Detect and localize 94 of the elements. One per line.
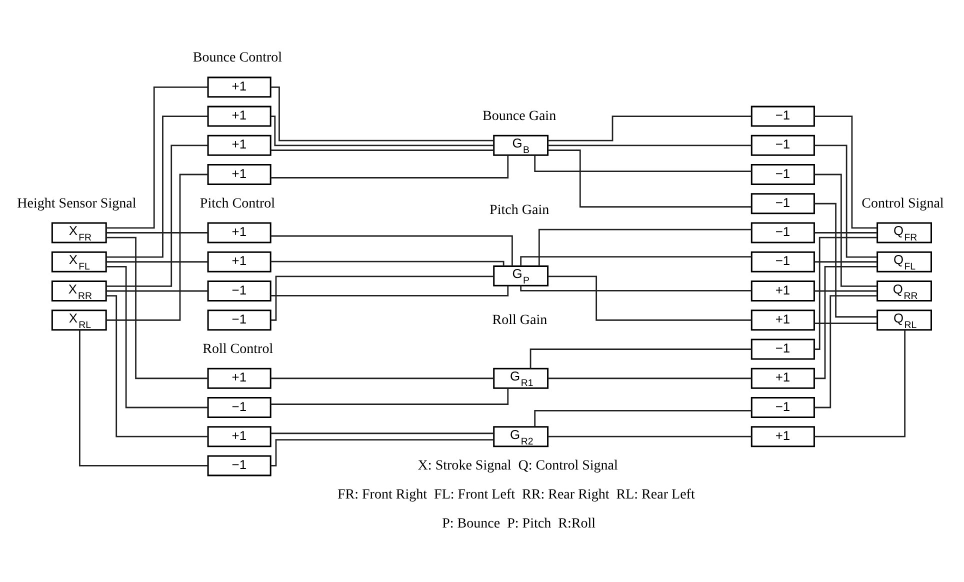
connector — [78, 330, 208, 466]
node-box: Q$_{FR}$ — [876, 222, 932, 244]
connector — [814, 116, 878, 229]
label: Control Signal — [862, 196, 944, 212]
node-box: −1 — [750, 193, 815, 214]
node-box: Q$_{RR}$ — [876, 280, 932, 302]
connector — [270, 116, 494, 146]
label: Pitch Gain — [490, 202, 550, 218]
connector — [814, 144, 878, 258]
node-box: −1 — [750, 338, 815, 360]
connector — [270, 235, 513, 266]
node-box: +1 — [207, 76, 272, 98]
node-box: −1 — [207, 455, 272, 476]
node-box: −1 — [750, 106, 815, 127]
node-box: +1 — [207, 368, 272, 389]
connector — [106, 174, 208, 321]
node-box: +1 — [207, 134, 272, 156]
connector — [814, 295, 878, 408]
connector — [106, 290, 208, 292]
connector — [270, 155, 509, 178]
node-box: −1 — [207, 310, 272, 331]
connector — [106, 266, 208, 408]
label: X: Stroke Signal Q: Control Signal — [418, 458, 618, 474]
connector — [270, 286, 509, 296]
node-box: X$_{RL}$ — [51, 310, 107, 331]
node-box: G$_{R1}$ — [493, 368, 549, 389]
node-box: +1 — [750, 368, 815, 389]
node-box: +1 — [207, 222, 272, 244]
connector — [538, 228, 752, 266]
connector — [548, 436, 752, 438]
node-box: −1 — [207, 280, 272, 302]
connector — [106, 295, 208, 438]
connector — [548, 144, 752, 146]
connector — [814, 202, 878, 318]
connector — [270, 150, 494, 151]
node-box: X$_{RR}$ — [51, 280, 107, 302]
connector — [270, 432, 494, 434]
connector — [270, 276, 494, 321]
node-box: G$_{R2}$ — [493, 426, 549, 448]
connector — [814, 261, 877, 263]
connector — [106, 116, 208, 258]
connector — [814, 174, 878, 287]
connector — [270, 260, 504, 266]
connector — [814, 236, 878, 350]
connector — [530, 348, 752, 368]
connector — [548, 276, 752, 321]
node-box: +1 — [207, 164, 272, 185]
node-box: −1 — [750, 134, 815, 156]
connector — [520, 286, 752, 292]
label: P: Bounce P: Pitch R:Roll — [442, 516, 596, 532]
node-box: +1 — [750, 310, 815, 331]
label: Bounce Control — [192, 50, 282, 66]
connector — [548, 150, 752, 208]
node-box: +1 — [207, 426, 272, 448]
connector — [548, 116, 752, 142]
label: Roll Gain — [492, 312, 548, 328]
label: Pitch Control — [200, 196, 276, 212]
label: FR: Front Right FL: Front Left RR: Rear Right RL: Rear Left — [337, 488, 695, 503]
connector — [814, 290, 877, 292]
node-box: −1 — [750, 164, 815, 185]
connector — [534, 155, 752, 172]
connector — [814, 232, 877, 234]
node-box: G$_{P}$ — [493, 265, 549, 286]
node-box: +1 — [207, 251, 272, 272]
connector — [270, 86, 494, 142]
label: Roll Control — [202, 342, 274, 357]
connector — [106, 261, 208, 263]
node-box: G$_{B}$ — [493, 134, 549, 156]
node-box: X$_{FL}$ — [51, 251, 107, 272]
node-box: X$_{FR}$ — [51, 222, 107, 244]
connector — [106, 86, 208, 229]
node-box: +1 — [750, 426, 815, 448]
connector — [106, 236, 208, 380]
connector — [534, 410, 752, 427]
node-box: −1 — [750, 222, 815, 244]
node-box: +1 — [750, 280, 815, 302]
connector — [814, 330, 906, 438]
node-box: −1 — [750, 397, 815, 418]
connector — [106, 144, 208, 287]
label: Bounce Gain — [482, 108, 556, 124]
connector — [270, 439, 494, 466]
connector — [106, 232, 208, 234]
connector — [548, 378, 752, 380]
node-box: Q$_{FL}$ — [876, 251, 932, 272]
connector — [520, 256, 752, 266]
connector — [270, 388, 509, 405]
node-box: Q$_{RL}$ — [876, 310, 932, 331]
connector — [814, 322, 877, 324]
node-box: +1 — [207, 106, 272, 127]
connector — [270, 378, 494, 380]
node-box: −1 — [750, 251, 815, 272]
node-box: −1 — [207, 397, 272, 418]
label: Height Sensor Signal — [17, 196, 136, 212]
connector — [814, 266, 877, 380]
